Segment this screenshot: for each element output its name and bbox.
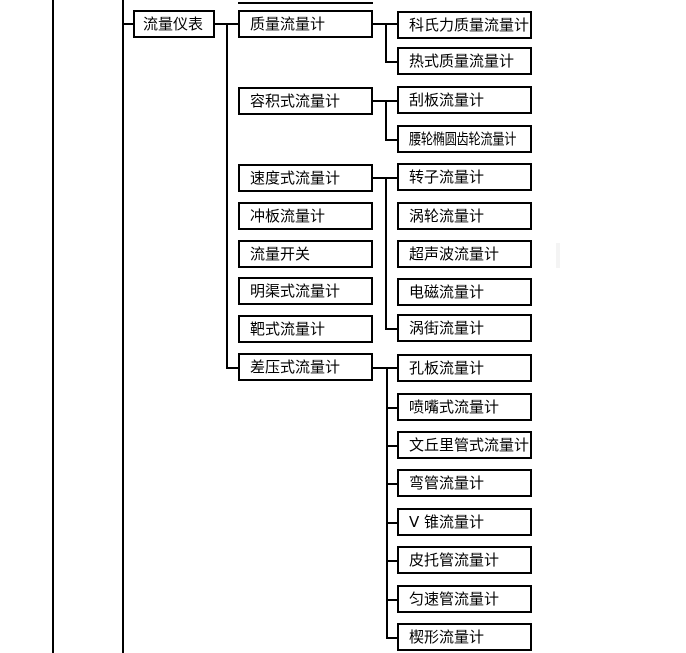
node-pitot-tube-flowmeter-label: 皮托管流量计 [409, 551, 500, 569]
node-impact-plate-flowmeter-label: 冲板流量计 [250, 207, 326, 225]
connector-volumetric-vertical [385, 100, 387, 141]
node-orifice-plate-flowmeter-label: 孔板流量计 [409, 359, 485, 377]
left-guide-line-2 [122, 0, 124, 653]
node-mass-flowmeter: 质量流量计 [238, 10, 373, 38]
connector-nozzle-tick [386, 407, 397, 409]
node-elbow-flowmeter-label: 弯管流量计 [409, 474, 485, 492]
node-pitot-tube-flowmeter: 皮托管流量计 [397, 546, 532, 574]
node-nozzle-flowmeter-label: 喷嘴式流量计 [409, 398, 500, 416]
node-electromagnetic-flowmeter: 电磁流量计 [397, 278, 532, 306]
connector-vortex-tick [385, 328, 397, 330]
node-open-channel-flowmeter: 明渠式流量计 [238, 277, 373, 305]
node-target-flowmeter-label: 靶式流量计 [250, 320, 326, 338]
node-coriolis-mass-flowmeter: 科氏力质量流量计 [397, 11, 532, 39]
node-wedge-flowmeter-label: 楔形流量计 [409, 628, 485, 646]
node-velocity-flowmeter: 速度式流量计 [238, 164, 373, 192]
node-scraper-flowmeter: 刮板流量计 [397, 86, 532, 114]
watermark-artifact [556, 243, 560, 268]
node-rotameter-label: 转子流量计 [409, 168, 485, 186]
node-oval-gear-flowmeter-label: 腰轮椭圆齿轮流量计 [409, 130, 517, 148]
node-venturi-tube-flowmeter-label: 文丘里管式流量计 [409, 436, 530, 454]
node-ultrasonic-flowmeter-label: 超声波流量计 [409, 245, 500, 263]
node-positive-displacement-flowmeter-label: 容积式流量计 [250, 92, 341, 110]
node-coriolis-mass-flowmeter-label: 科氏力质量流量计 [409, 16, 530, 34]
node-velocity-flowmeter-label: 速度式流量计 [250, 169, 341, 187]
node-thermal-mass-flowmeter: 热式质量流量计 [397, 47, 532, 75]
node-open-channel-flowmeter-label: 明渠式流量计 [250, 282, 341, 300]
connector-averaging-pitot-tick [386, 599, 397, 601]
node-flow-switch: 流量开关 [238, 240, 373, 268]
node-flow-instruments: 流量仪表 [133, 10, 215, 38]
connector-elbow-tick [386, 483, 397, 485]
node-vortex-flowmeter-label: 涡街流量计 [409, 319, 485, 337]
node-differential-pressure-flowmeter-label: 差压式流量计 [250, 358, 341, 376]
node-electromagnetic-flowmeter-label: 电磁流量计 [409, 283, 485, 301]
node-averaging-pitot-flowmeter: 匀速管流量计 [397, 585, 532, 613]
connector-trunk-line [226, 23, 228, 369]
node-impact-plate-flowmeter: 冲板流量计 [238, 202, 373, 230]
connector-pitot-tick [386, 560, 397, 562]
connector-mass-vertical [385, 23, 387, 63]
node-vortex-flowmeter: 涡街流量计 [397, 314, 532, 342]
connector-v-cone-tick [386, 522, 397, 524]
node-scraper-flowmeter-label: 刮板流量计 [409, 91, 485, 109]
connector-wedge-tick [386, 637, 397, 639]
connector-trunk-bottom-tick [226, 367, 240, 369]
connector-root-left-tick [122, 23, 133, 25]
connector-velocity-vertical [385, 177, 387, 330]
connector-dp-vertical [386, 367, 388, 639]
node-averaging-pitot-flowmeter-label: 匀速管流量计 [409, 590, 500, 608]
connector-thermal-tick [385, 61, 397, 63]
node-turbine-flowmeter: 涡轮流量计 [397, 202, 532, 230]
node-oval-gear-flowmeter: 腰轮椭圆齿轮流量计 [397, 125, 532, 153]
node-rotameter: 转子流量计 [397, 163, 532, 191]
node-target-flowmeter: 靶式流量计 [238, 315, 373, 343]
node-differential-pressure-flowmeter: 差压式流量计 [238, 353, 373, 381]
node-v-cone-flowmeter-label: V 锥流量计 [409, 513, 485, 531]
connector-dp-horizontal [373, 367, 397, 369]
node-flow-switch-label: 流量开关 [250, 245, 311, 263]
node-flow-instruments-label: 流量仪表 [143, 15, 204, 33]
node-orifice-plate-flowmeter: 孔板流量计 [397, 354, 532, 382]
cropped-box-bottom-edge [238, 2, 373, 4]
connector-venturi-tick [386, 445, 397, 447]
left-guide-line-1 [52, 0, 54, 653]
node-turbine-flowmeter-label: 涡轮流量计 [409, 207, 485, 225]
node-mass-flowmeter-label: 质量流量计 [250, 15, 326, 33]
node-thermal-mass-flowmeter-label: 热式质量流量计 [409, 52, 515, 70]
node-v-cone-flowmeter: V 锥流量计 [397, 508, 532, 536]
node-nozzle-flowmeter: 喷嘴式流量计 [397, 393, 532, 421]
node-venturi-tube-flowmeter: 文丘里管式流量计 [397, 431, 532, 459]
node-positive-displacement-flowmeter: 容积式流量计 [238, 87, 373, 115]
connector-oval-gear-tick [385, 139, 397, 141]
node-elbow-flowmeter: 弯管流量计 [397, 469, 532, 497]
node-ultrasonic-flowmeter: 超声波流量计 [397, 240, 532, 268]
node-wedge-flowmeter: 楔形流量计 [397, 623, 532, 651]
